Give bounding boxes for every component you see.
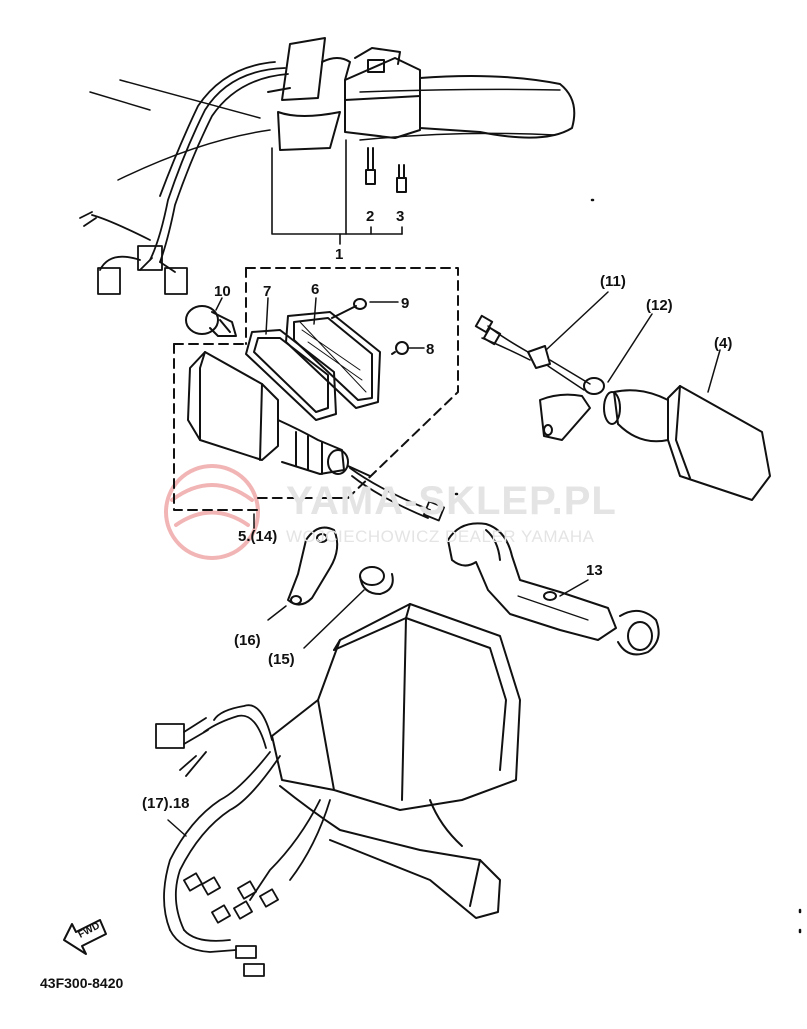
callout-17-18: (17).18: [142, 795, 190, 812]
handlebar-switch: [267, 37, 421, 151]
assembly-dashed-outline: [173, 267, 459, 511]
screw-8: [391, 341, 409, 355]
turn-signal-wire: [349, 467, 445, 522]
callout-4: (4): [714, 335, 733, 352]
front-direction-arrow: [63, 919, 107, 955]
grommet-15: [303, 566, 394, 649]
watermark-brand: YAMA-SKLEP.PL: [286, 479, 617, 523]
headlight-body: [271, 603, 521, 919]
callout-9: 9: [401, 295, 410, 312]
screw-9: [331, 298, 367, 319]
switch-wire-harness: [79, 61, 289, 295]
handlebar-grip: [419, 75, 576, 139]
callout-5-14: 5.(14): [238, 528, 278, 545]
callout-15: (15): [268, 651, 295, 668]
callout-13: 13: [586, 562, 603, 579]
headlight-wire-harness: [155, 704, 331, 977]
callout-3: 3: [396, 208, 405, 225]
leader-lines-upper: [215, 297, 425, 529]
leader-lines-1-2-3: [271, 139, 403, 245]
bracket-13: [447, 522, 660, 656]
screw-2: [365, 147, 376, 185]
callout-1: 1: [335, 246, 344, 263]
scan-marks: [454, 198, 802, 934]
callout-2: 2: [366, 208, 375, 225]
bulb-10: [185, 305, 237, 337]
callout-8: 8: [426, 341, 435, 358]
callout-12: (12): [646, 297, 673, 314]
front-turn-signal-left: [187, 351, 371, 477]
bracket-16: [267, 526, 339, 621]
document-number: 43F300-8420: [40, 975, 124, 991]
leader-lines-right: [545, 291, 721, 393]
watermark-tagline: WOJCIECHOWICZ DEALER YAMAHA: [286, 527, 595, 546]
watermark-logo: [164, 464, 260, 560]
gasket-7: [245, 329, 337, 421]
callout-11: (11): [600, 273, 626, 290]
callout-10: 10: [214, 283, 231, 300]
lens-6: [285, 311, 381, 409]
front-turn-signal-right: [474, 314, 771, 501]
handlebar-outline: [89, 79, 561, 181]
callout-7: 7: [263, 283, 272, 300]
callout-16: (16): [234, 632, 261, 649]
screw-3: [396, 164, 407, 193]
callout-6: 6: [311, 281, 320, 298]
